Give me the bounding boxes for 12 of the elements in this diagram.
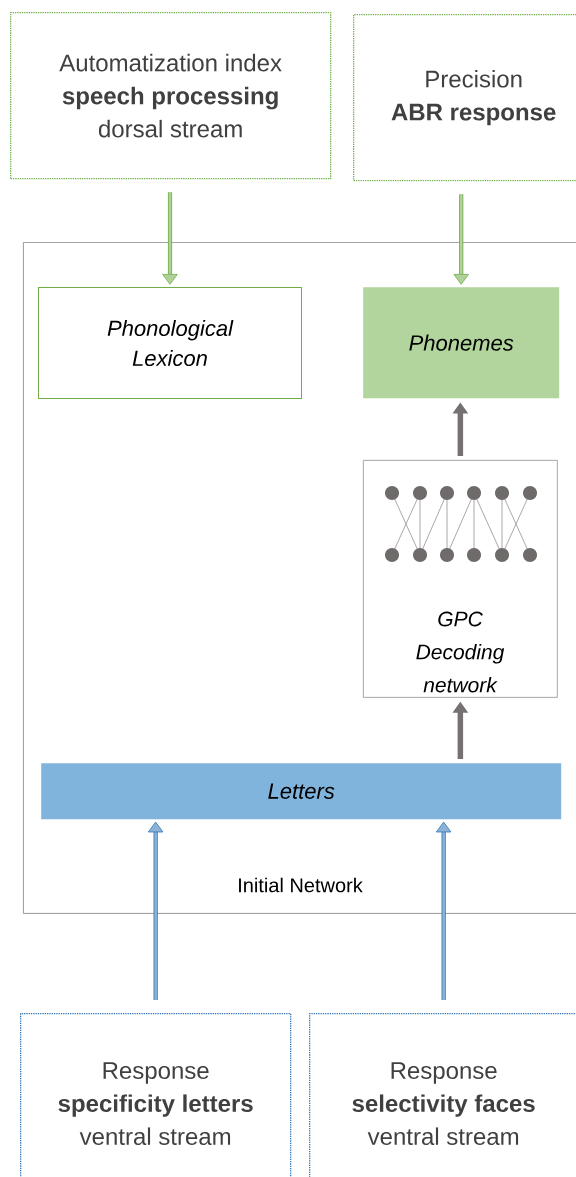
- filled-box: Phonemes: [363, 287, 560, 399]
- arrow: [453, 194, 469, 285]
- process-box: GPC Decoding network: [363, 460, 558, 698]
- arrow: [162, 192, 178, 285]
- process-box: Phonological Lexicon: [38, 287, 302, 399]
- letters-bar: Letters: [41, 763, 562, 820]
- arrow: [147, 821, 164, 1000]
- dotted-box: Precision ABR response: [353, 14, 576, 182]
- dotted-box: Automatization index speech processing dorsal stream: [10, 12, 332, 180]
- arrow: [435, 821, 452, 1000]
- dotted-box: Response selectivity faces ventral stream: [309, 1013, 576, 1177]
- dotted-box: Response specificity letters ventral stream: [20, 1013, 292, 1177]
